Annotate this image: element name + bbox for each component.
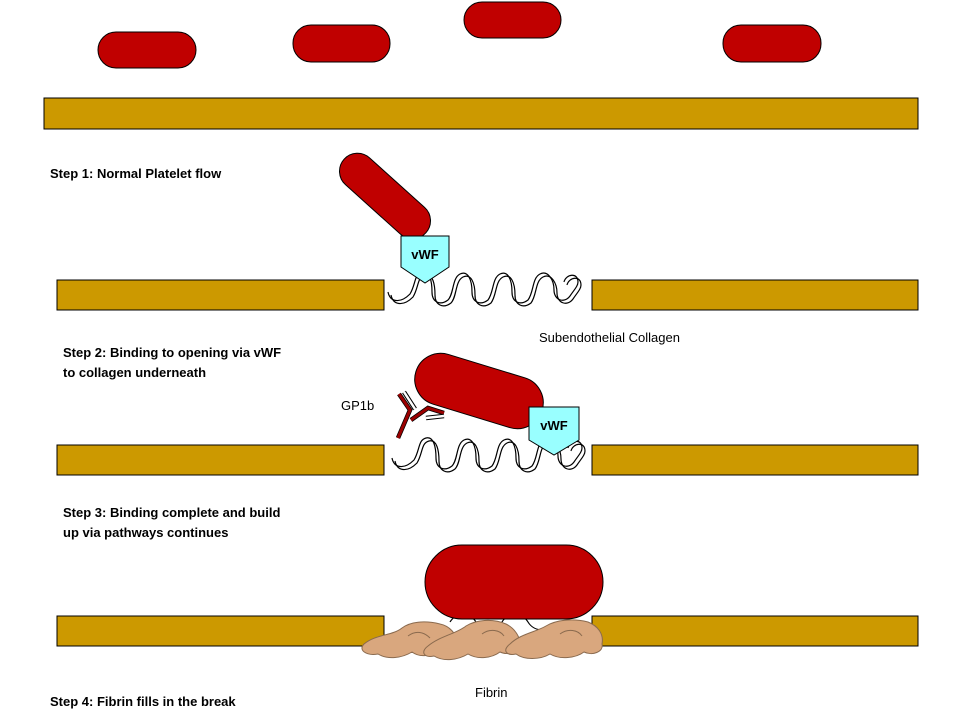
- step3-label-line2: up via pathways continues: [63, 525, 229, 540]
- step3-label-line1: Step 3: Binding complete and build: [63, 505, 281, 520]
- vessel-wall-right: [591, 615, 919, 647]
- vwf-marker: [528, 406, 580, 456]
- vessel-wall-left: [56, 444, 385, 476]
- vwf-marker: [400, 235, 450, 284]
- vessel-wall-left: [56, 615, 385, 647]
- tilted-platelet: [339, 152, 431, 240]
- step3-group: vWF: [56, 352, 919, 476]
- vessel-wall-left: [56, 279, 385, 311]
- platelet: [97, 31, 197, 69]
- platelet: [463, 1, 562, 39]
- vessel-wall-right: [591, 444, 919, 476]
- platelet: [722, 24, 822, 63]
- step1-label: Step 1: Normal Platelet flow: [50, 166, 222, 181]
- gp1b-label: GP1b: [341, 398, 375, 413]
- step2-label-line2: to collagen underneath: [63, 365, 207, 380]
- gp1b-receptor: [395, 390, 445, 439]
- step2-group: vWF: [56, 152, 919, 311]
- step4-label: Step 4: Fibrin fills in the break: [50, 694, 236, 709]
- step1-group: [43, 1, 919, 130]
- step2-label-line1: Step 2: Binding to opening via vWF: [63, 345, 282, 360]
- vessel-wall-right: [591, 279, 919, 311]
- fibrin-label: Fibrin: [475, 685, 508, 700]
- vessel-wall: [43, 97, 919, 130]
- vwf-label: vWF: [540, 418, 568, 433]
- platelet: [292, 24, 391, 63]
- step4-group: [56, 544, 919, 661]
- fibrin-mesh: [361, 619, 603, 661]
- collagen-label: Subendothelial Collagen: [539, 330, 680, 345]
- vwf-label: vWF: [411, 247, 439, 262]
- adhered-platelet: [424, 544, 604, 620]
